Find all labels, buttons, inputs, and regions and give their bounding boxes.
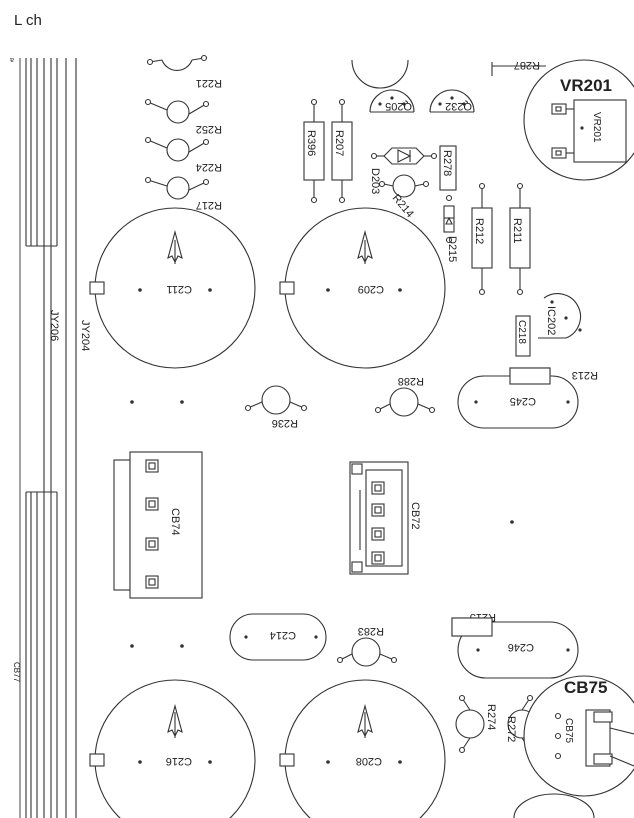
d203-label: D203	[369, 168, 381, 194]
r287-label: R287	[514, 59, 540, 71]
via-dot	[510, 520, 514, 524]
vr201-callout-title: VR201	[560, 76, 612, 95]
component-arc-bottom	[513, 793, 595, 818]
connector-cb74: CB74	[113, 451, 203, 599]
resistor-r236: R236	[244, 385, 308, 429]
via-dot	[130, 644, 134, 648]
resistor-r212: R212	[471, 182, 493, 296]
resistor-r217: R217	[144, 176, 222, 211]
transistor-q232: Q232	[429, 89, 475, 113]
r274-label: R274	[485, 704, 497, 730]
r396-label: R396	[305, 130, 317, 156]
via-dot	[180, 400, 184, 404]
capacitor-c208: C208	[279, 679, 446, 818]
ic-ic202: IC202	[538, 293, 582, 339]
r217-label: R217	[196, 199, 222, 211]
edge-fragment-left: CB77	[12, 662, 21, 683]
r207-label: R207	[333, 130, 345, 156]
c208-label: C208	[356, 755, 382, 767]
c211-label: C211	[167, 283, 192, 295]
via-dot	[130, 400, 134, 404]
vr201-callout-inner: VR201	[591, 112, 602, 143]
resistor-r252: R252	[144, 98, 222, 135]
resistor-r288: R288	[374, 375, 436, 417]
ic202-label: IC202	[545, 306, 557, 335]
r236-label: R236	[272, 417, 298, 429]
resistor-r287: R287	[491, 59, 546, 76]
r252-label: R252	[196, 123, 222, 135]
q205-label: Q205	[385, 100, 412, 112]
resistor-r221: R221	[146, 54, 222, 89]
r288-label: R288	[398, 375, 424, 387]
capacitor-c214: C214	[229, 613, 327, 661]
callout-vr201: VR201 VR201	[523, 59, 634, 181]
d215-label: D215	[446, 236, 458, 262]
transistor-q205: Q205	[369, 89, 415, 113]
resistor-r274: R274	[455, 694, 497, 754]
cb75-callout-title: CB75	[564, 678, 607, 697]
r212-label: R212	[473, 218, 485, 244]
page-label: L ch	[14, 12, 42, 29]
via-dot	[180, 644, 184, 648]
resistor-r396: R396	[303, 98, 325, 204]
r213-label: R213	[572, 369, 598, 381]
component-arc-top	[351, 59, 409, 89]
resistor-r207: R207	[331, 98, 353, 204]
resistor-r224: R224	[144, 136, 222, 173]
r211-label: R211	[511, 218, 523, 243]
resistor-r283: R283	[336, 625, 398, 667]
diode-d203: D203	[369, 147, 438, 194]
c216-label: C216	[166, 755, 192, 767]
r224-label: R224	[196, 161, 222, 173]
r283-label: R283	[358, 625, 384, 637]
r272-label: R272	[505, 716, 517, 742]
jy204-label: JY204	[79, 320, 91, 351]
cb72-label: CB72	[409, 502, 421, 530]
resistor-r278: R278	[439, 145, 457, 191]
capacitor-c246: C246	[451, 617, 579, 679]
capacitor-c218: C218	[515, 315, 531, 357]
capacitor-c245: C245	[457, 367, 579, 429]
c209-label: C209	[358, 283, 384, 295]
r221-label: R221	[196, 77, 222, 89]
jy206-label: JY206	[48, 310, 60, 341]
q232-label: Q232	[445, 100, 472, 112]
c246-label: C246	[508, 641, 534, 653]
cb75-callout-inner: CB75	[563, 718, 574, 743]
capacitor-c209: C209	[279, 207, 446, 369]
cb74-label: CB74	[169, 508, 181, 536]
c214-label: C214	[270, 629, 296, 641]
edge-fragment-top: a	[10, 56, 14, 63]
resistor-r211: R211	[509, 182, 531, 296]
connector-cb72: CB72	[349, 461, 421, 575]
capacitor-c216: C216	[89, 679, 256, 818]
diode-d215: D215	[443, 194, 458, 262]
c245-label: C245	[510, 395, 536, 407]
capacitor-c211: C211	[89, 207, 256, 369]
r278-label: R278	[441, 150, 453, 176]
c218-label: C218	[516, 320, 527, 344]
callout-cb75: CB75 CB75	[523, 675, 634, 797]
